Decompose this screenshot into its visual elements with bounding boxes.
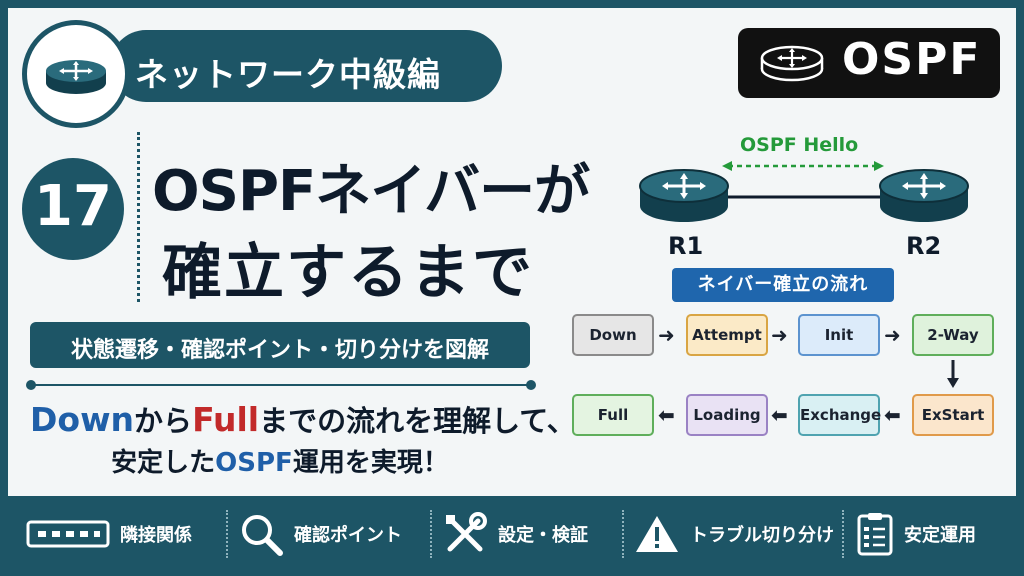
- feature-checkpoints: 確認ポイント: [238, 506, 402, 562]
- router-r1-icon: [639, 169, 729, 222]
- hello-label: OSPF Hello: [740, 134, 859, 156]
- feature-config: 設定・検証: [442, 506, 588, 562]
- flow-title: ネイバー確立の流れ: [672, 268, 894, 302]
- series-pill: [110, 30, 502, 102]
- hello-link: [720, 161, 890, 199]
- state-init: Init: [798, 314, 880, 356]
- feature-label: 隣接関係: [120, 525, 192, 546]
- arrow-left-icon: ⬅: [658, 403, 675, 427]
- feature-label: 確認ポイント: [294, 525, 402, 546]
- ospf-badge-label: OSPF: [842, 34, 982, 85]
- state-down: Down: [572, 314, 654, 356]
- warning-icon: [636, 516, 678, 552]
- state-loading: Loading: [686, 394, 768, 436]
- episode-circle: [22, 158, 124, 260]
- state-full: Full: [572, 394, 654, 436]
- desc-ospf: OSPF: [215, 448, 293, 478]
- router-badge: [22, 20, 130, 128]
- episode-number: 17: [34, 174, 112, 239]
- description-line-2: 安定したOSPF運用を実現！: [30, 442, 530, 479]
- divider: [137, 132, 140, 302]
- subtitle: 状態遷移・確認ポイント・切り分けを図解: [70, 338, 489, 363]
- separator-line: [30, 384, 530, 386]
- desc-operation: 運用を実現！: [292, 448, 449, 478]
- tools-icon: [446, 512, 487, 552]
- desc-rest: までの流れを理解して、: [259, 404, 576, 438]
- feature-divider: [430, 510, 432, 558]
- desc-full: Full: [192, 400, 260, 439]
- magnifier-icon: [242, 515, 283, 556]
- state-exstart: ExStart: [912, 394, 994, 436]
- router-icon: [760, 45, 824, 82]
- arrow-right-icon: ➜: [658, 323, 675, 347]
- router-icon: [46, 60, 106, 94]
- arrow-left-icon: ⬅: [884, 403, 901, 427]
- description-line-1: DownからFullまでの流れを理解して、: [30, 398, 576, 440]
- router-r2-label: R2: [906, 232, 942, 260]
- feature-troubleshooting: トラブル切り分け: [634, 506, 834, 562]
- separator-dot: [26, 380, 36, 390]
- series-label: ネットワーク中級編: [135, 55, 441, 94]
- arrow-right-icon: ➜: [884, 323, 901, 347]
- desc-kara: から: [134, 404, 193, 438]
- feature-label: 設定・検証: [498, 525, 588, 546]
- router-r1-label: R1: [668, 232, 704, 260]
- feature-stable-ops: 安定運用: [856, 506, 976, 562]
- title-line-2: 確立するまで: [162, 238, 534, 308]
- switch-icon: [26, 520, 110, 548]
- separator-dot: [526, 380, 536, 390]
- desc-stable: 安定した: [111, 448, 216, 478]
- state-2way: 2-Way: [912, 314, 994, 356]
- arrow-right-icon: ➜: [771, 323, 788, 347]
- checklist-icon: [857, 513, 893, 556]
- router-r2-icon: [879, 169, 969, 222]
- desc-down: Down: [30, 400, 135, 439]
- title-line-1: OSPFネイバーが: [152, 159, 590, 224]
- ospf-badge: [738, 28, 1000, 98]
- feature-divider: [842, 510, 844, 558]
- feature-adjacency: 隣接関係: [26, 506, 192, 562]
- feature-label: 安定運用: [904, 525, 976, 546]
- feature-divider: [622, 510, 624, 558]
- feature-label: トラブル切り分け: [690, 525, 834, 546]
- state-exchange: Exchange: [798, 394, 881, 436]
- arrow-down-icon: [947, 360, 959, 388]
- subtitle-bar: [30, 322, 530, 368]
- state-attempt: Attempt: [686, 314, 768, 356]
- arrow-left-icon: ⬅: [771, 403, 788, 427]
- feature-divider: [226, 510, 228, 558]
